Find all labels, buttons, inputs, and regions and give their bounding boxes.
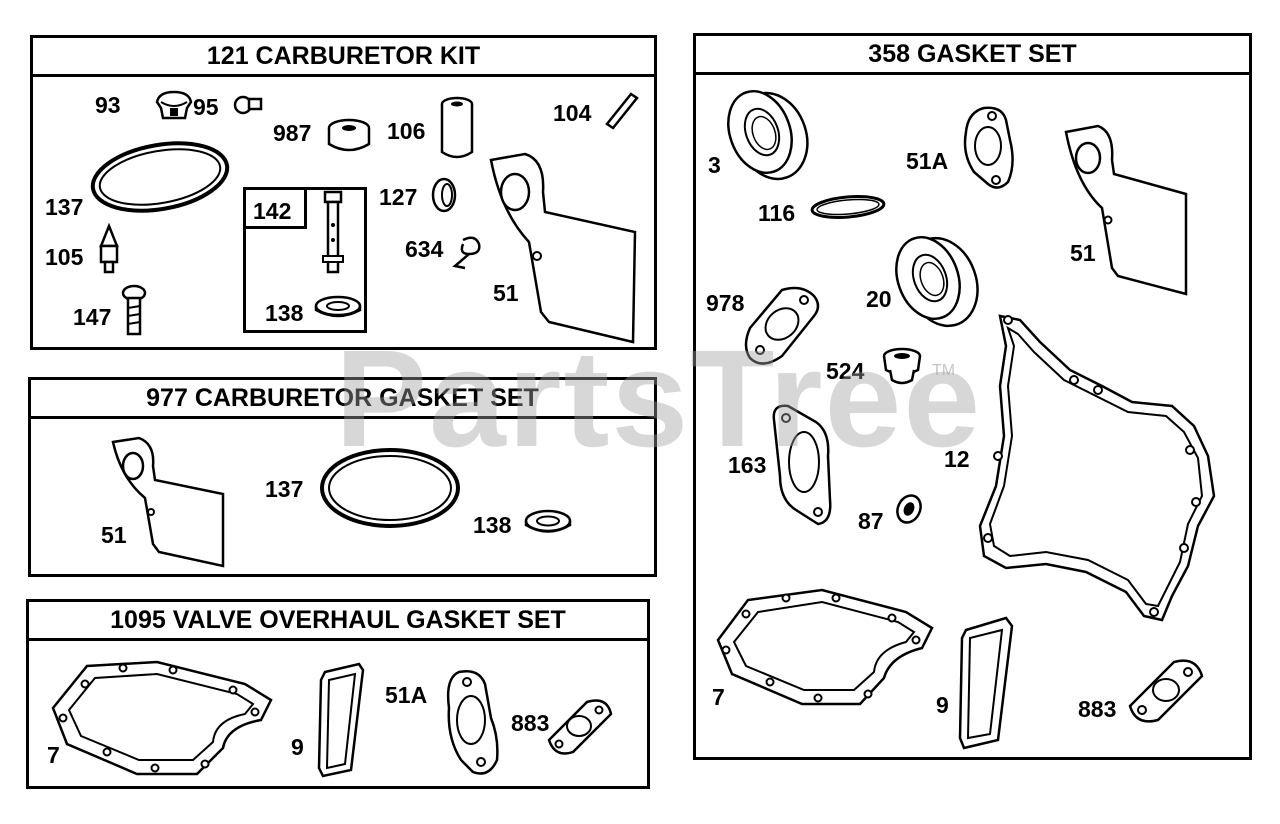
part-137-o-ring (320, 448, 460, 528)
part-524-valve-seal (882, 347, 922, 385)
part-87-seal (896, 494, 922, 524)
part-106-cylinder (440, 96, 474, 159)
part-634-spring (452, 236, 481, 270)
gasket-set-panel: 358 GASKET SET 3 51A 51 116 20 (693, 33, 1252, 760)
label-142: 142 (253, 198, 292, 224)
part-12-crankcase-gasket (978, 314, 1216, 622)
part-95-screw (233, 95, 263, 115)
label-51A: 51A (385, 682, 428, 708)
label-883: 883 (1078, 696, 1117, 722)
label-87: 87 (858, 508, 884, 534)
part-105-needle (99, 222, 119, 274)
label-9: 9 (936, 692, 949, 718)
label-7: 7 (47, 742, 60, 768)
part-3-oil-seal (727, 89, 809, 181)
label-116: 116 (758, 200, 796, 226)
part-9-valve-cover-gasket (958, 616, 1014, 750)
part-51-gasket (1064, 124, 1188, 296)
part-138-washer (314, 295, 362, 318)
label-163: 163 (728, 452, 767, 478)
label-138: 138 (265, 300, 304, 326)
panel-title: 121 CARBURETOR KIT (33, 38, 654, 77)
label-51: 51 (1070, 240, 1096, 266)
label-137: 137 (265, 476, 304, 502)
part-883-gasket (547, 699, 613, 755)
part-9-valve-cover-gasket (317, 662, 365, 778)
label-524: 524 (826, 358, 865, 384)
part-883-gasket (1128, 659, 1204, 723)
part-7-head-gasket (716, 588, 934, 706)
label-137: 137 (45, 194, 84, 220)
part-51A-gasket (963, 106, 1014, 189)
label-978: 978 (706, 290, 745, 316)
label-12: 12 (944, 446, 970, 472)
part-51-gasket (489, 152, 637, 344)
carburetor-gasket-set-panel: 977 CARBURETOR GASKET SET 51 137 138 (28, 377, 657, 577)
label-9: 9 (291, 734, 304, 760)
label-3: 3 (708, 152, 721, 178)
panel-title: 977 CARBURETOR GASKET SET (31, 380, 654, 419)
label-987: 987 (273, 120, 312, 146)
part-138-washer (524, 509, 572, 533)
sub-box-142 (243, 187, 367, 333)
part-137-o-ring (90, 141, 230, 213)
part-127-seal (431, 177, 457, 213)
label-51: 51 (493, 280, 519, 306)
label-127: 127 (379, 184, 418, 210)
sub-box-tab (243, 187, 307, 229)
valve-overhaul-gasket-set-panel: 1095 VALVE OVERHAUL GASKET SET 7 9 51A 8… (26, 599, 650, 789)
label-51A: 51A (906, 148, 949, 174)
part-147-screw (121, 284, 147, 336)
label-138: 138 (473, 512, 512, 538)
label-51: 51 (101, 522, 127, 548)
trademark-mark: TM (932, 362, 956, 379)
part-142-tube (322, 190, 344, 274)
label-147: 147 (73, 304, 112, 330)
label-634: 634 (405, 236, 444, 262)
label-104: 104 (553, 100, 592, 126)
part-987-washer (327, 118, 371, 152)
part-20-oil-seal (895, 235, 979, 328)
label-106: 106 (387, 118, 426, 144)
label-20: 20 (866, 286, 892, 312)
panel-title: 1095 VALVE OVERHAUL GASKET SET (29, 602, 647, 641)
label-7: 7 (712, 684, 725, 710)
part-116-o-ring (810, 195, 886, 219)
part-104-pin (605, 92, 639, 130)
label-883: 883 (511, 710, 550, 736)
panel-title: 358 GASKET SET (696, 36, 1249, 75)
part-51A-gasket (446, 670, 499, 775)
part-93-plug (155, 90, 193, 120)
label-95: 95 (193, 94, 219, 120)
part-7-head-gasket (51, 660, 273, 776)
label-105: 105 (45, 244, 84, 270)
part-163-gasket (772, 404, 832, 526)
carburetor-kit-panel: 121 CARBURETOR KIT 93 95 987 106 104 137 (30, 35, 657, 350)
part-51-gasket (111, 436, 225, 568)
part-978-gasket (744, 286, 820, 365)
label-93: 93 (95, 92, 121, 118)
